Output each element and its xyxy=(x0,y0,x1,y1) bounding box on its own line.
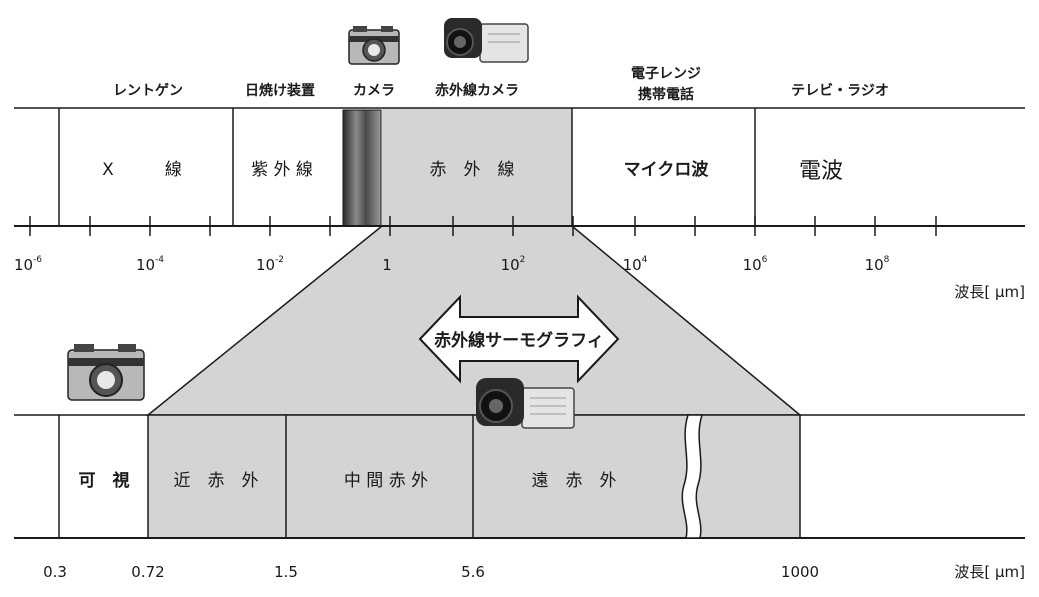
bottom-tick-label-1: 0.3 xyxy=(43,563,67,581)
camera-icon xyxy=(348,26,400,65)
radio-band-label: 電波 xyxy=(799,159,843,184)
near-ir-band-label: 近 赤 外 xyxy=(174,471,259,491)
radio-use-label: テレビ・ラジオ xyxy=(791,83,889,99)
microwave-use-label-2: 携帯電話 xyxy=(638,86,694,103)
top-wavelength-unit: 波長[ μm] xyxy=(954,283,1025,301)
microwave-band-label: マイクロ波 xyxy=(624,159,710,180)
top-tick-label-5: 102 xyxy=(501,255,526,274)
infrared-camera-icon xyxy=(444,18,529,63)
top-axis-ticks xyxy=(29,216,937,236)
top-tick-label-3: 10-2 xyxy=(256,255,284,274)
far-ir-band-label: 遠 赤 外 xyxy=(532,471,617,491)
top-tick-label-6: 104 xyxy=(623,255,648,274)
bottom-tick-label-2: 0.72 xyxy=(131,563,164,581)
top-tick-label-1: 10-6 xyxy=(14,255,42,274)
xray-band-label: X 線 xyxy=(102,160,182,180)
bottom-wavelength-unit: 波長[ μm] xyxy=(954,563,1025,581)
axis-break-mark xyxy=(681,414,704,539)
xray-use-label: レントゲン xyxy=(113,82,183,99)
top-tick-label-4: 1 xyxy=(382,256,392,274)
uv-use-label: 日焼け装置 xyxy=(245,82,315,99)
thermography-double-arrow xyxy=(418,294,620,384)
infrared-camera-icon-bottom xyxy=(476,378,575,429)
camera-icon-bottom xyxy=(67,344,145,401)
top-tick-label-8: 108 xyxy=(865,255,890,274)
microwave-use-label-1: 電子レンジ xyxy=(631,65,701,82)
ir-band-label: 赤 外 線 xyxy=(430,160,515,180)
bottom-tick-label-3: 1.5 xyxy=(274,563,298,581)
uv-band-label: 紫 外 線 xyxy=(251,160,313,180)
visible-band-label: 可 視 xyxy=(79,470,130,491)
ir-band-top-fill xyxy=(382,108,572,226)
top-tick-label-2: 10-4 xyxy=(136,255,164,274)
top-tick-label-7: 106 xyxy=(743,255,768,274)
visible-band-bar xyxy=(342,109,382,227)
mid-ir-band-label: 中 間 赤 外 xyxy=(344,471,428,491)
visible-use-label: カメラ xyxy=(353,83,395,99)
bottom-tick-label-4: 5.6 xyxy=(461,563,485,581)
ir-use-label: 赤外線カメラ xyxy=(435,82,519,99)
bottom-tick-label-5: 1000 xyxy=(781,563,819,581)
thermography-label: 赤外線サーモグラフィ xyxy=(434,330,604,351)
